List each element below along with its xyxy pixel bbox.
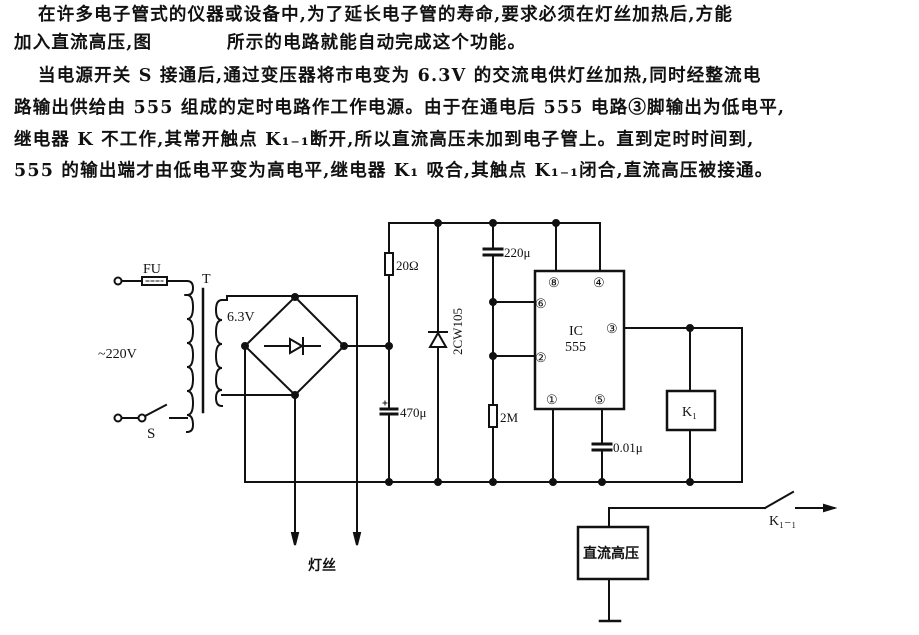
arrow-right-icon [823, 503, 838, 513]
pin-2-label: ② [535, 350, 547, 365]
ic-555 [533, 222, 743, 486]
relay-contact-label: K₁₋₁ [769, 514, 796, 529]
c3-label: 0.01μ [613, 440, 643, 455]
pin-3-label: ③ [606, 321, 618, 336]
arrow-down-icon [290, 532, 300, 546]
zener-diode [428, 222, 448, 486]
text-line: 加入直流高压,图 所示的电路就能自动完成这个功能。 [14, 33, 527, 53]
filament-label: 灯丝 [308, 557, 336, 574]
text-line: 路输出供给由 555 组成的定时电路作工作电源。由于在通电后 555 电路③脚输… [14, 98, 786, 118]
r2-label: 2M [500, 410, 519, 425]
mains-input [113, 276, 188, 423]
pin-5-label: ⑤ [594, 392, 606, 407]
zener-label: 2CW105 [450, 308, 465, 355]
bridge-rectifier [221, 293, 390, 544]
relay-k1 [665, 327, 743, 486]
secondary-voltage-label: 6.3V [227, 310, 255, 325]
ic-label-2: 555 [565, 340, 586, 355]
filter-section [379, 222, 399, 486]
relay-label: K₁ [682, 405, 697, 420]
primary-winding [184, 279, 195, 434]
zener-symbol [428, 330, 448, 348]
switch-label: S [147, 426, 155, 442]
text-line: 在许多电子管式的仪器或设备中,为了延长电子管的寿命,要求必须在灯丝加热后,方能 [38, 5, 734, 25]
diode-symbol [289, 337, 304, 355]
pin-6-label: ⑥ [535, 296, 547, 311]
resistor-r1 [384, 252, 394, 276]
pin-8-label: ⑧ [548, 275, 560, 290]
arrow-down-icon [352, 532, 362, 546]
c2-label: 220μ [504, 245, 531, 260]
relay-contact-k1-1 [763, 490, 795, 510]
pin-1-label: ① [546, 392, 558, 407]
fuse-label: FU [143, 262, 161, 277]
hv-output [576, 490, 838, 623]
secondary-winding [214, 298, 224, 408]
r1-label: 20Ω [396, 258, 419, 273]
transformer-label: T [202, 272, 211, 287]
timing-network [482, 222, 536, 486]
mains-label: ~220V [98, 347, 137, 362]
resistor-r2 [488, 404, 498, 428]
pin-4-label: ④ [593, 275, 605, 290]
c1-label: 470μ [400, 405, 427, 420]
switch-s [143, 403, 168, 418]
terminal-bottom [113, 413, 123, 423]
ic-body [533, 269, 626, 411]
text-line: 当电源开关 S 接通后,通过变压器将市电变为 6.3V 的交流电供灯丝加热,同时… [38, 66, 762, 86]
hv-box-label: 直流高压 [583, 545, 639, 562]
switch-pivot [137, 413, 147, 423]
text-line: 555 的输出端才由低电平变为高电平,继电器 K₁ 吸合,其触点 K₁₋₁闭合,… [14, 161, 774, 181]
filament-leads [290, 532, 362, 546]
terminal-top [113, 276, 123, 286]
hv-supply-box [576, 525, 650, 581]
transformer [184, 279, 228, 434]
text-line: 继电器 K 不工作,其常开触点 K₁₋₁断开,所以直流高压未加到电子管上。直到定… [14, 130, 755, 150]
ic-label-1: IC [569, 324, 583, 339]
